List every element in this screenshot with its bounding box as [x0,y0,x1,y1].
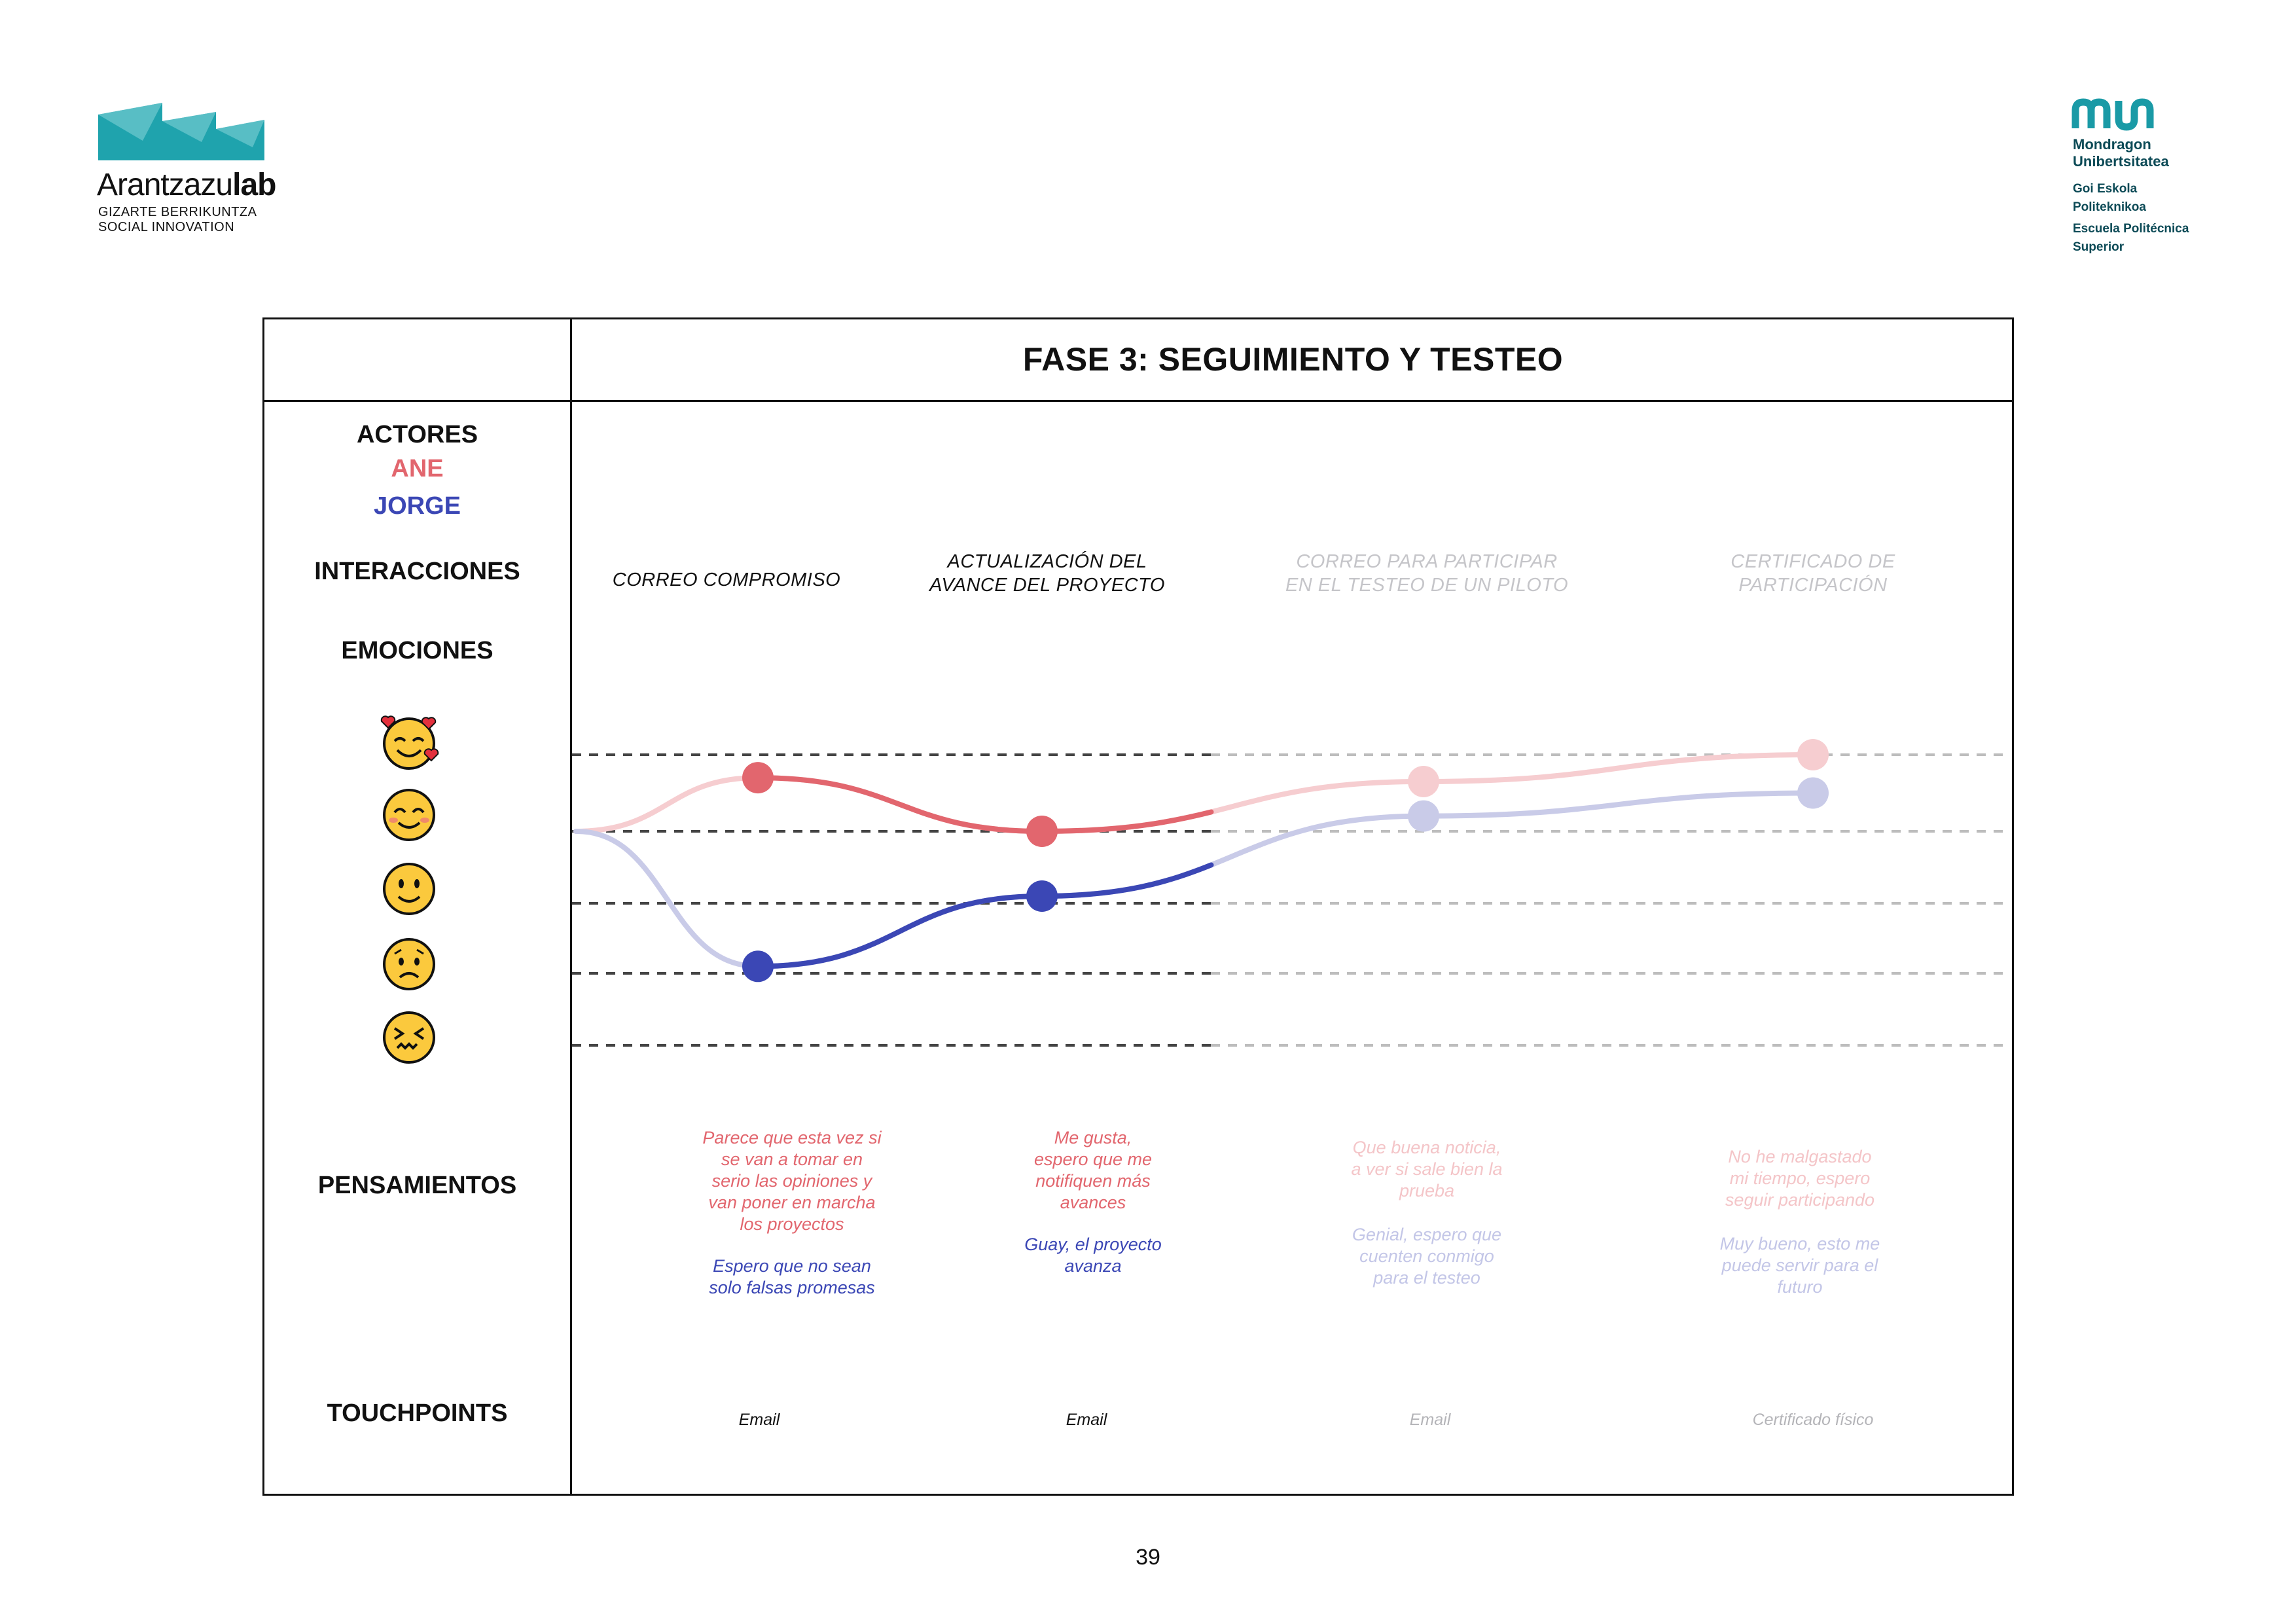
in-love-face-icon-heart-2 [423,748,439,762]
worried-face-icon-head [383,938,435,990]
slight-smile-face-icon-mouth [397,895,421,903]
interaction-3: CORREO PARA PARTICIPAR EN EL TESTEO DE U… [1244,550,1610,597]
curve-faded-jorge [573,790,1816,969]
thought-ane-2: Me gusta, espero que me notifiquen más a… [1033,1128,1153,1212]
worried-face-icon-brows [394,948,424,955]
thought-ane-1: Parece que esta vez si se van a tomar en… [702,1128,882,1234]
logo-subtitle-1: GIZARTE BERRIKUNTZA [98,205,257,219]
thought-jorge-2: Guay, el proyecto avanza [1024,1235,1162,1276]
point-jorge-4 [1797,777,1829,809]
row-label-actors: ACTORES [356,421,478,448]
row-label-thoughts: PENSAMIENTOS [317,1172,517,1199]
confounded-face-icon-mouth [396,1042,418,1050]
in-love-face-icon-mouth [396,749,422,757]
smiling-blush-face-icon-blush-left [389,818,398,823]
header-row-divider [262,400,2014,402]
worried-face-icon-eye-right [414,958,420,965]
curve-active-ane [755,775,1214,835]
confounded-face-icon [383,1011,435,1064]
in-love-face-icon-heart-0 [380,715,396,729]
point-jorge-2 [1026,880,1058,912]
row-label-emotions: EMOCIONES [341,637,493,664]
in-love-face-icon-heart-1 [421,717,437,731]
mondragon-line-5: Escuela Politécnica [2073,222,2189,236]
smiling-blush-face-icon-head [383,789,435,841]
slight-smile-face-icon [383,863,435,915]
row-label-interactions: INTERACCIONES [314,558,520,585]
touchpoint-3: Email [1409,1411,1451,1429]
emotion-curves [573,752,1816,969]
actor-jorge-label: JORGE [373,492,461,520]
emotion-points [742,739,1829,983]
interaction-1: CORREO COMPROMISO [576,568,877,592]
interaction-4: CERTIFICADO DE PARTICIPACIÓN [1662,550,1964,597]
smiling-blush-face-icon [383,789,435,841]
actor-ane-label: ANE [391,455,444,482]
point-jorge-3 [1408,800,1439,832]
touchpoint-1: Email [738,1411,780,1429]
interaction-2: ACTUALIZACIÓN DEL AVANCE DEL PROYECTO [890,550,1204,597]
point-ane-1 [742,762,774,794]
point-jorge-1 [742,950,774,983]
thought-jorge-3: Genial, espero que cuenten conmigo para … [1352,1225,1502,1288]
interaction-1-line-1: CORREO COMPROMISO [612,569,841,590]
in-love-face-icon [380,715,439,770]
interaction-4-line-2: PARTICIPACIÓN [1738,575,1888,596]
mondragon-line-3: Goi Eskola [2073,182,2138,196]
smiling-blush-face-icon-eyes [393,808,425,814]
confounded-face-icon-head [383,1011,435,1064]
curve-active-jorge [755,862,1214,969]
mondragon-line-4: Politeknikoa [2073,200,2146,214]
row-label-touchpoints: TOUCHPOINTS [327,1399,508,1427]
logo-subtitle-2: SOCIAL INNOVATION [98,220,235,234]
confounded-face-icon-eyes [393,1027,425,1040]
worried-face-icon-eye-left [399,958,404,965]
arantzazulab-logo: Arantzazulab GIZARTE BERRIKUNTZA SOCIAL … [97,101,313,245]
mondragon-line-1: Mondragon [2073,136,2151,153]
worried-face-icon [383,938,435,990]
label-column-divider [570,317,572,1496]
touchpoint-4: Certificado físico [1752,1411,1874,1429]
thought-jorge-1: Espero que no sean solo falsas promesas [709,1256,875,1297]
emotion-grid [572,753,2011,1047]
point-ane-4 [1797,739,1829,770]
in-love-face-icon-head [383,717,435,770]
mondragon-mark-icon [2072,98,2154,131]
point-ane-2 [1026,816,1058,847]
arantzazulab-mark-icon [98,103,264,160]
slight-smile-face-icon-eye-left [399,879,404,888]
interaction-4-line-1: CERTIFICADO DE [1731,551,1895,572]
interaction-3-line-1: CORREO PARA PARTICIPAR [1296,551,1558,572]
phase-title: FASE 3: SEGUIMIENTO Y TESTEO [1022,341,1564,378]
thought-ane-4: No he malgastado mi tiempo, espero segui… [1725,1147,1875,1210]
point-ane-3 [1408,765,1439,797]
smiling-blush-face-icon-mouth [397,821,421,829]
mondragon-line-6: Superior [2073,240,2125,254]
mondragon-line-2: Unibertsitatea [2073,153,2169,170]
journey-map-table [262,317,2014,1496]
slight-smile-face-icon-head [383,863,435,915]
worried-face-icon-mouth [399,972,420,979]
page-number: 39 [1136,1545,1160,1570]
thought-ane-3: Que buena noticia, a ver si sale bien la… [1351,1138,1503,1200]
slight-smile-face-icon-eye-right [414,879,420,888]
in-love-face-icon-eyes [393,737,425,742]
smiling-blush-face-icon-blush-right [420,818,429,823]
mondragon-logo: Mondragon Unibertsitatea Goi Eskola Poli… [2072,98,2242,262]
touchpoint-2: Email [1066,1411,1107,1429]
interaction-2-line-2: AVANCE DEL PROYECTO [929,575,1165,596]
arantzazulab-name: Arantzazulab [97,168,276,202]
emotion-face-icons [380,715,439,1064]
interaction-2-line-1: ACTUALIZACIÓN DEL [947,551,1147,572]
thought-jorge-4: Muy bueno, esto me puede servir para el … [1719,1234,1880,1297]
interaction-3-line-2: EN EL TESTEO DE UN PILOTO [1285,575,1569,596]
